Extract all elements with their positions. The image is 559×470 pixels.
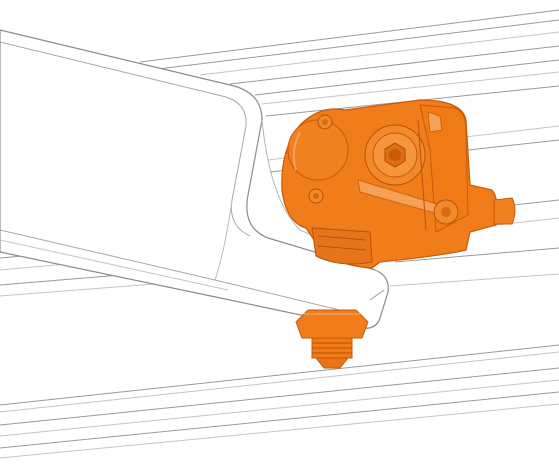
extruder-drive-assembly — [281, 99, 516, 269]
lower-extrusion-rail — [0, 344, 559, 459]
mounting-bracket-arm — [0, 29, 389, 329]
hex-socket-screw — [384, 142, 406, 168]
threaded-nozzle-nut — [295, 309, 369, 369]
